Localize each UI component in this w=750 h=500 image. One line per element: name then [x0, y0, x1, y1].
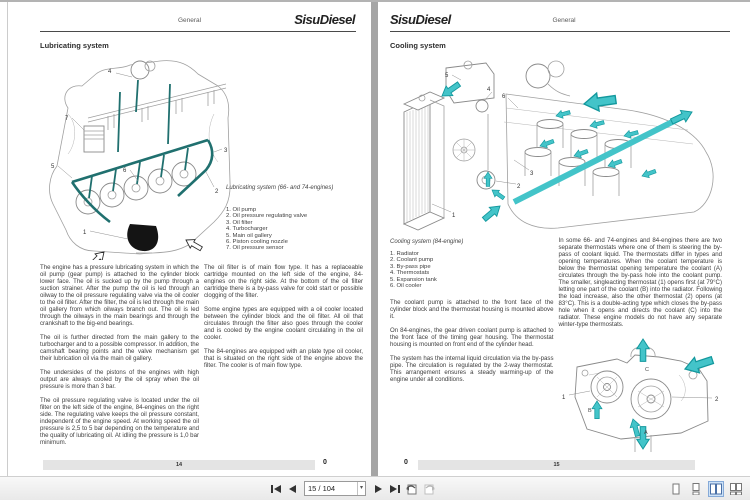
last-page-button[interactable] — [387, 481, 402, 496]
legend-item: 6. Piston cooling nozzle — [226, 239, 288, 246]
figure-legend: 1. Oil pump 2. Oil pressure regulating v… — [226, 207, 366, 252]
header-rule — [40, 31, 356, 32]
paragraph: The system has the internal liquid circu… — [390, 355, 554, 384]
flow-label-c: C — [645, 367, 649, 373]
legend-item: 1. Radiator — [390, 251, 419, 257]
legend-item: 3. By-pass pipe — [390, 263, 431, 270]
legend-item: 3. Oil filter — [226, 219, 253, 226]
sisudiesel-logo: SisuDiesel — [390, 12, 451, 27]
facing-pages-view-icon[interactable] — [708, 481, 724, 497]
paragraph: Some engine types are equipped with a oi… — [204, 306, 363, 341]
facing-continuous-view-icon[interactable] — [728, 481, 744, 497]
figure-caption: Lubricating system (66- and 74-engines) — [226, 185, 334, 191]
paragraph: On 84-engines, the gear driven coolant p… — [390, 327, 554, 349]
figure-caption: Cooling system (84-engine) — [390, 239, 464, 245]
paragraph: The oil filter is of main flow type. It … — [204, 264, 363, 299]
flow-label-a: A — [644, 430, 648, 436]
continuous-view-icon[interactable] — [688, 481, 704, 497]
page-navigation: 15 / 104 ▾ — [268, 481, 436, 496]
legend-item: 6. Oil cooler — [390, 283, 422, 290]
paragraph: The 84-engines are equipped with an plat… — [204, 348, 363, 369]
next-view-button[interactable] — [421, 481, 436, 496]
footer-aux-number: 0 — [404, 459, 408, 466]
page-title: Cooling system — [390, 41, 446, 50]
figure-label: 3 — [530, 171, 534, 177]
figure-label: 1 — [452, 213, 456, 219]
figure-label: 6 — [123, 168, 127, 174]
page-gap — [371, 2, 378, 477]
body-text: The engine has a pressure lubricating sy… — [40, 264, 363, 453]
figure-label: 1 — [562, 395, 566, 401]
page-number-bar: 14 — [43, 460, 315, 470]
column-1: Cooling system (84-engine) 1. Radiator 2… — [390, 237, 554, 453]
figure-label: 3 — [224, 148, 228, 154]
previous-view-button[interactable] — [404, 481, 419, 496]
thermostat-diagram: C B A 1 2 — [562, 338, 719, 452]
legend-item: 2. Oil pressure regulating valve — [226, 213, 308, 220]
page-number-field[interactable]: 15 / 104 ▾ — [304, 481, 366, 496]
figure-legend: 1. Radiator 2. Coolant pump 3. By-pass p… — [390, 251, 554, 289]
legend-item: 7. Oil pressure sensor — [226, 245, 284, 252]
figure-label: 2 — [215, 189, 219, 195]
flow-label-b: B — [588, 408, 592, 414]
legend-item: 1. Oil pump — [226, 207, 257, 213]
page-title: Lubricating system — [40, 41, 109, 50]
body-text: Cooling system (84-engine) 1. Radiator 2… — [390, 237, 722, 453]
page-15: SisuDiesel General Cooling system — [378, 4, 750, 477]
figure-label: 5 — [51, 164, 55, 170]
figure-label: 2 — [715, 397, 719, 403]
figure-label: 7 — [65, 116, 69, 122]
sisudiesel-logo: SisuDiesel — [294, 12, 355, 27]
footer-aux-number: 0 — [323, 459, 327, 466]
figure-label: 1 — [83, 230, 87, 236]
next-page-button[interactable] — [370, 481, 385, 496]
page-number-value[interactable]: 15 / 104 — [308, 484, 336, 493]
paragraph: The oil pressure regulating valve is loc… — [40, 397, 199, 446]
legend-item: 4. Turbocharger — [226, 226, 268, 233]
header-section: General — [177, 17, 202, 24]
column-2: The oil filter is of main flow type. It … — [204, 264, 363, 453]
page-14: General SisuDiesel Lubricating system — [8, 4, 371, 477]
page-layout-controls — [668, 481, 744, 497]
legend-item: 5. Main oil gallery — [226, 232, 272, 239]
canvas-left-edge — [7, 2, 8, 477]
header-rule — [390, 31, 730, 32]
page-number-bar: 15 — [418, 460, 695, 470]
paragraph: The oil is further directed from the mai… — [40, 334, 199, 362]
bottom-toolbar: 15 / 104 ▾ — [0, 476, 750, 500]
legend-item: 5. Expansion tank — [390, 276, 437, 283]
previous-page-button[interactable] — [285, 481, 300, 496]
paragraph: In some 66- and 74-engines and 84-engine… — [558, 237, 723, 328]
legend-item: 2. Coolant pump — [390, 257, 434, 264]
column-1: The engine has a pressure lubricating sy… — [40, 264, 199, 453]
figure-label: 5 — [445, 73, 449, 79]
lubricating-system-diagram: 4 7 5 6 3 2 1 — [49, 60, 231, 260]
header-section: General — [552, 17, 576, 24]
single-page-view-icon[interactable] — [668, 481, 684, 497]
document-canvas: General SisuDiesel Lubricating system — [0, 0, 750, 477]
paragraph: The undersides of the pistons of the eng… — [40, 369, 199, 390]
column-2: In some 66- and 74-engines and 84-engine… — [558, 237, 723, 453]
figure-label: 6 — [502, 94, 506, 100]
figure-label: 4 — [108, 69, 112, 75]
paragraph: The coolant pump is attached to the fron… — [390, 299, 554, 321]
paragraph: The engine has a pressure lubricating sy… — [40, 264, 199, 327]
figure-label: 4 — [487, 87, 491, 93]
figure-label: 2 — [517, 184, 521, 190]
first-page-button[interactable] — [268, 481, 283, 496]
page-dropdown-caret-icon[interactable]: ▾ — [356, 482, 365, 495]
legend-item: 4. Thermostats — [390, 270, 430, 277]
cooling-system-diagram: 5 4 6 3 2 1 — [402, 60, 714, 231]
